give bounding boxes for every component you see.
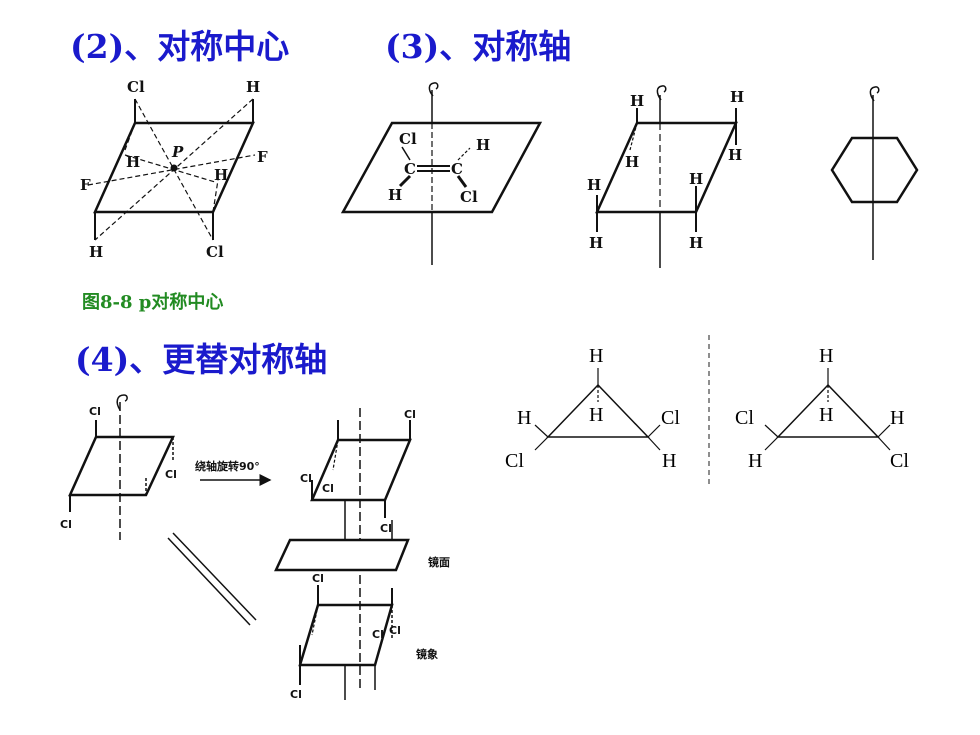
atom-label: Cl: [380, 522, 392, 535]
heading-symmetry-axis: (3)、对称轴: [385, 27, 572, 66]
atom-label: Cl: [505, 450, 524, 472]
atom-label: C: [451, 160, 463, 178]
atom-label: Cl: [389, 624, 401, 637]
atom-label: H: [819, 345, 833, 367]
atom-label: H: [214, 166, 228, 184]
symmetry-center-diagram: [87, 98, 256, 241]
atom-label: H: [126, 153, 140, 171]
atom-label: H: [589, 404, 603, 426]
atom-label: H: [662, 450, 676, 472]
atom-label: H: [689, 170, 703, 188]
atom-label: H: [587, 176, 601, 194]
figure-caption: 图8-8 p对称中心: [82, 292, 224, 313]
symmetry-center-labels: Cl H H F P F H H Cl: [80, 78, 268, 261]
mirror-label: 镜面: [428, 555, 450, 569]
rotate-label: 绕轴旋转90°: [195, 459, 260, 473]
atom-label: H: [748, 450, 762, 472]
cyclopropane-left-diagram: [534, 368, 661, 451]
atom-label: Cl: [206, 243, 224, 261]
atom-label: H: [589, 234, 603, 252]
atom-label: Cl: [460, 188, 478, 206]
atom-label: H: [476, 136, 490, 154]
atom-label: Cl: [127, 78, 145, 96]
atom-label: H: [630, 92, 644, 110]
atom-label: H: [689, 234, 703, 252]
cyclopropane-right-diagram: [764, 368, 891, 451]
square-axis-diagram: [595, 85, 738, 268]
atom-label: Cl: [890, 450, 909, 472]
atom-label: P: [171, 143, 184, 161]
heading-alternating-axis: (4)、更替对称轴: [75, 340, 328, 379]
atom-label: H: [728, 146, 742, 164]
atom-label: C: [404, 160, 416, 178]
square-labels: H H H H H H H H: [587, 88, 744, 252]
atom-label: Cl: [399, 130, 417, 148]
atom-label: H: [890, 407, 904, 429]
image-label: 镜象: [416, 647, 438, 661]
atom-label: Cl: [89, 405, 101, 418]
atom-label: Cl: [290, 688, 302, 701]
ethene-plane-diagram: [340, 82, 543, 265]
atom-label: H: [589, 345, 603, 367]
cyclopropane-left-labels: H H H Cl Cl H: [505, 345, 680, 472]
atom-label: H: [388, 186, 402, 204]
atom-label: H: [517, 407, 531, 429]
atom-label: H: [246, 78, 260, 96]
alternating-axis-labels: Cl Cl Cl 绕轴旋转90° Cl Cl Cl Cl 镜面 Cl Cl Cl…: [60, 405, 450, 701]
atom-label: F: [80, 176, 91, 194]
alternating-axis-diagram: [68, 394, 412, 700]
atom-label: F: [257, 148, 268, 166]
atom-label: Cl: [165, 468, 177, 481]
atom-label: Cl: [372, 628, 384, 641]
atom-label: H: [625, 153, 639, 171]
atom-label: H: [730, 88, 744, 106]
atom-label: Cl: [404, 408, 416, 421]
atom-label: Cl: [322, 482, 334, 495]
atom-label: Cl: [300, 472, 312, 485]
atom-label: H: [89, 243, 103, 261]
atom-label: Cl: [312, 572, 324, 585]
atom-label: Cl: [60, 518, 72, 531]
heading-symmetry-center: (2)、对称中心: [70, 27, 290, 66]
atom-label: H: [819, 404, 833, 426]
cyclopropane-right-labels: H Cl H H H Cl: [735, 345, 909, 472]
ethene-labels: Cl H C C H Cl: [388, 130, 490, 206]
atom-label: Cl: [735, 407, 754, 429]
atom-label: Cl: [661, 407, 680, 429]
hexagon-axis-diagram: [830, 86, 919, 260]
